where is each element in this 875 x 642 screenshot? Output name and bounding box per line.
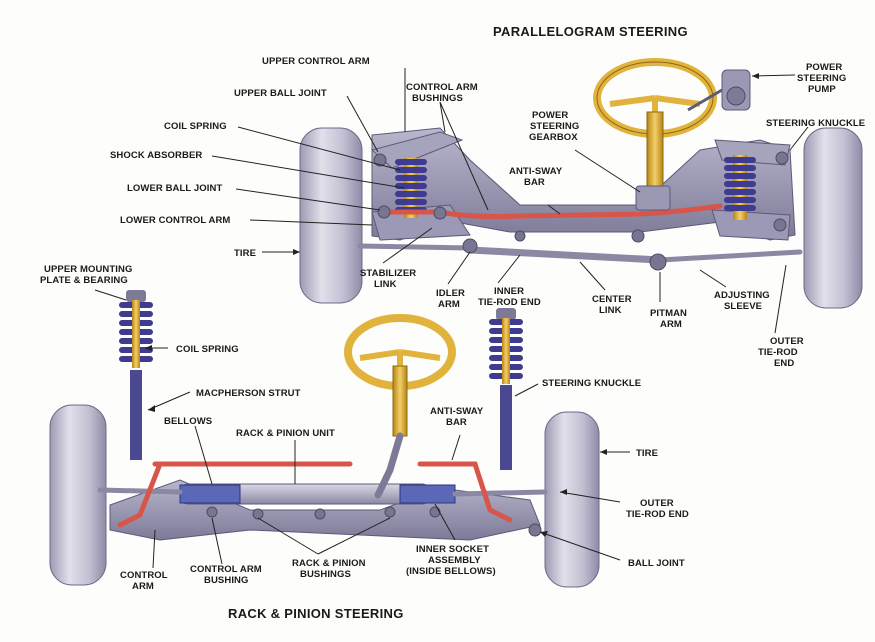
- label-tire-top: TIRE: [234, 248, 256, 259]
- tire-left-bottom: [50, 405, 106, 585]
- rp-bushing-3: [315, 509, 325, 519]
- title-rack-pinion: RACK & PINION STEERING: [228, 606, 404, 621]
- bushing-2: [515, 231, 525, 241]
- bellows-left: [180, 485, 240, 503]
- rp-bushing-1: [207, 507, 217, 517]
- tire-right-top: [804, 128, 862, 308]
- rp-bushing-5: [430, 507, 440, 517]
- label-bellows: BELLOWS: [164, 416, 212, 427]
- tie-rod-right-top: [660, 252, 800, 260]
- label-shock-absorber: SHOCK ABSORBER: [110, 150, 202, 161]
- label-macpherson-strut: MACPHERSON STRUT: [196, 388, 301, 399]
- idler-arm-joint: [463, 239, 477, 253]
- label-steering-knuckle-bottom: STEERING KNUCKLE: [542, 378, 641, 389]
- rp-ball-joint: [529, 524, 541, 536]
- macpherson-strut-left: [122, 290, 150, 460]
- ball-joint-right-bottom: [774, 219, 786, 231]
- label-lower-control-arm: LOWER CONTROL ARM: [120, 215, 230, 226]
- tie-rod-left-top: [360, 246, 470, 248]
- pitman-arm-joint: [650, 254, 666, 270]
- label-steering-knuckle-top: STEERING KNUCKLE: [766, 118, 865, 129]
- bushing-3: [632, 230, 644, 242]
- ball-joint-left-bottom: [378, 206, 390, 218]
- label-upper-control-arm: UPPER CONTROL ARM: [262, 56, 370, 67]
- rp-bushing-2: [253, 509, 263, 519]
- label-lower-ball-joint: LOWER BALL JOINT: [127, 183, 222, 194]
- title-parallelogram: PARALLELOGRAM STEERING: [493, 24, 688, 39]
- label-tire-bottom: TIRE: [636, 448, 658, 459]
- bellows-right: [400, 485, 455, 503]
- tire-right-bottom: [545, 412, 599, 587]
- rp-bushing-4: [385, 507, 395, 517]
- label-upper-ball-joint: UPPER BALL JOINT: [234, 88, 327, 99]
- label-coil-spring-bottom: COIL SPRING: [176, 344, 239, 355]
- macpherson-strut-right: [492, 308, 520, 470]
- center-link: [470, 250, 660, 260]
- tire-left-top: [300, 128, 362, 303]
- label-rack-pinion-unit: RACK & PINION UNIT: [236, 428, 335, 439]
- ball-joint-right-top: [776, 152, 788, 164]
- label-coil-spring-top: COIL SPRING: [164, 121, 227, 132]
- bushing-1: [434, 207, 446, 219]
- label-ball-joint: BALL JOINT: [628, 558, 685, 569]
